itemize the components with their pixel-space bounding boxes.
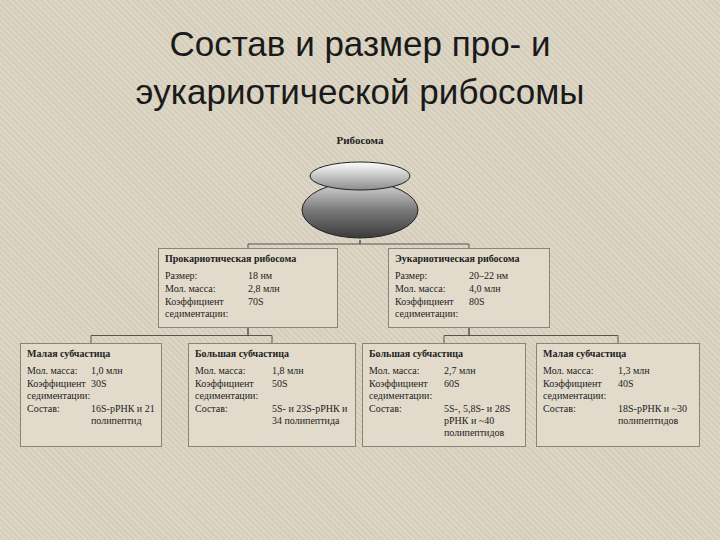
connector xyxy=(248,328,272,343)
connector xyxy=(91,328,248,343)
field-value: 18 нм xyxy=(248,270,331,282)
field-value: 1,0 млн xyxy=(91,365,155,377)
field-value: 70S xyxy=(248,296,331,320)
field-name: Состав: xyxy=(543,403,618,427)
data-row: Коэффициент седиментации:40S xyxy=(543,378,693,402)
field-name: Мол. масса: xyxy=(27,365,91,377)
info-box: Большая субчастицаМол. масса:2,7 млнКоэф… xyxy=(362,343,526,447)
field-name: Мол. масса: xyxy=(369,365,444,377)
field-value: 1,3 млн xyxy=(618,365,693,377)
box-heading: Большая субчастица xyxy=(195,348,349,360)
field-value: 4,0 млн xyxy=(469,283,543,295)
data-row: Коэффициент седиментации:70S xyxy=(165,296,331,320)
field-name: Состав: xyxy=(195,403,272,427)
field-value: 1,8 млн xyxy=(272,365,349,377)
field-value: 60S xyxy=(444,378,519,402)
field-name: Коэффициент седиментации: xyxy=(27,378,91,402)
box-heading: Большая субчастица xyxy=(369,348,519,360)
field-name: Коэффициент седиментации: xyxy=(165,296,248,320)
field-name: Мол. масса: xyxy=(543,365,618,377)
field-name: Размер: xyxy=(165,270,248,282)
info-box: Малая субчастицаМол. масса:1,3 млнКоэффи… xyxy=(536,343,700,447)
data-row: Состав:18S-рРНК и ~30 полипептидов xyxy=(543,403,693,427)
box-heading: Малая субчастица xyxy=(543,348,693,360)
field-value: 50S xyxy=(272,378,349,402)
field-name: Мол. масса: xyxy=(395,283,469,295)
field-name: Мол. масса: xyxy=(195,365,272,377)
box-heading: Эукариотическая рибосома xyxy=(395,253,543,265)
data-row: Состав:16S-рРНК и 21 полипептид xyxy=(27,403,155,427)
field-value: 2,8 млн xyxy=(248,283,331,295)
field-value: 16S-рРНК и 21 полипептид xyxy=(91,403,155,427)
field-value: 5S- и 23S-рРНК и 34 полипептида xyxy=(272,403,349,427)
data-row: Коэффициент седиментации:30S xyxy=(27,378,155,402)
small-subunit-shape xyxy=(310,162,410,190)
field-value: 30S xyxy=(91,378,155,402)
slide-title: Состав и размер про- и эукариотической р… xyxy=(100,20,620,116)
field-name: Мол. масса: xyxy=(165,283,248,295)
info-box: Эукариотическая рибосомаРазмер:20–22 нмМ… xyxy=(388,248,550,328)
field-name: Коэффициент седиментации: xyxy=(195,378,272,402)
box-heading: Прокариотическая рибосома xyxy=(165,253,331,265)
connector xyxy=(248,240,360,248)
field-value: 18S-рРНК и ~30 полипептидов xyxy=(618,403,693,427)
data-row: Состав:5S-, 5,8S- и 28S рРНК и ~40 полип… xyxy=(369,403,519,439)
field-name: Состав: xyxy=(369,403,444,439)
field-name: Размер: xyxy=(395,270,469,282)
data-row: Мол. масса:1,8 млн xyxy=(195,365,349,377)
info-box: Малая субчастицаМол. масса:1,0 млнКоэффи… xyxy=(20,343,162,447)
field-name: Коэффициент седиментации: xyxy=(543,378,618,402)
info-box: Большая субчастицаМол. масса:1,8 млнКоэф… xyxy=(188,343,356,447)
data-row: Размер:20–22 нм xyxy=(395,270,543,282)
box-heading: Малая субчастица xyxy=(27,348,155,360)
data-row: Мол. масса:2,7 млн xyxy=(369,365,519,377)
field-value: 80S xyxy=(469,296,543,320)
field-value: 2,7 млн xyxy=(444,365,519,377)
field-name: Коэффициент седиментации: xyxy=(369,378,444,402)
connector xyxy=(360,240,469,248)
ribosome-figure: Рибосома xyxy=(300,134,420,240)
ribosome-illustration xyxy=(300,148,420,240)
info-box: Прокариотическая рибосомаРазмер:18 нмМол… xyxy=(158,248,338,328)
data-row: Мол. масса:1,3 млн xyxy=(543,365,693,377)
data-row: Мол. масса:4,0 млн xyxy=(395,283,543,295)
data-row: Состав:5S- и 23S-рРНК и 34 полипептида xyxy=(195,403,349,427)
field-value: 5S-, 5,8S- и 28S рРНК и ~40 полипептидов xyxy=(444,403,519,439)
field-name: Состав: xyxy=(27,403,91,427)
data-row: Коэффициент седиментации:80S xyxy=(395,296,543,320)
data-row: Мол. масса:2,8 млн xyxy=(165,283,331,295)
box-heading: Рибосома xyxy=(300,134,420,146)
field-name: Коэффициент седиментации: xyxy=(395,296,469,320)
data-row: Коэффициент седиментации:50S xyxy=(195,378,349,402)
field-value: 40S xyxy=(618,378,693,402)
data-row: Мол. масса:1,0 млн xyxy=(27,365,155,377)
connector xyxy=(469,328,618,343)
field-value: 20–22 нм xyxy=(469,270,543,282)
connector xyxy=(444,328,469,343)
data-row: Размер:18 нм xyxy=(165,270,331,282)
data-row: Коэффициент седиментации:60S xyxy=(369,378,519,402)
